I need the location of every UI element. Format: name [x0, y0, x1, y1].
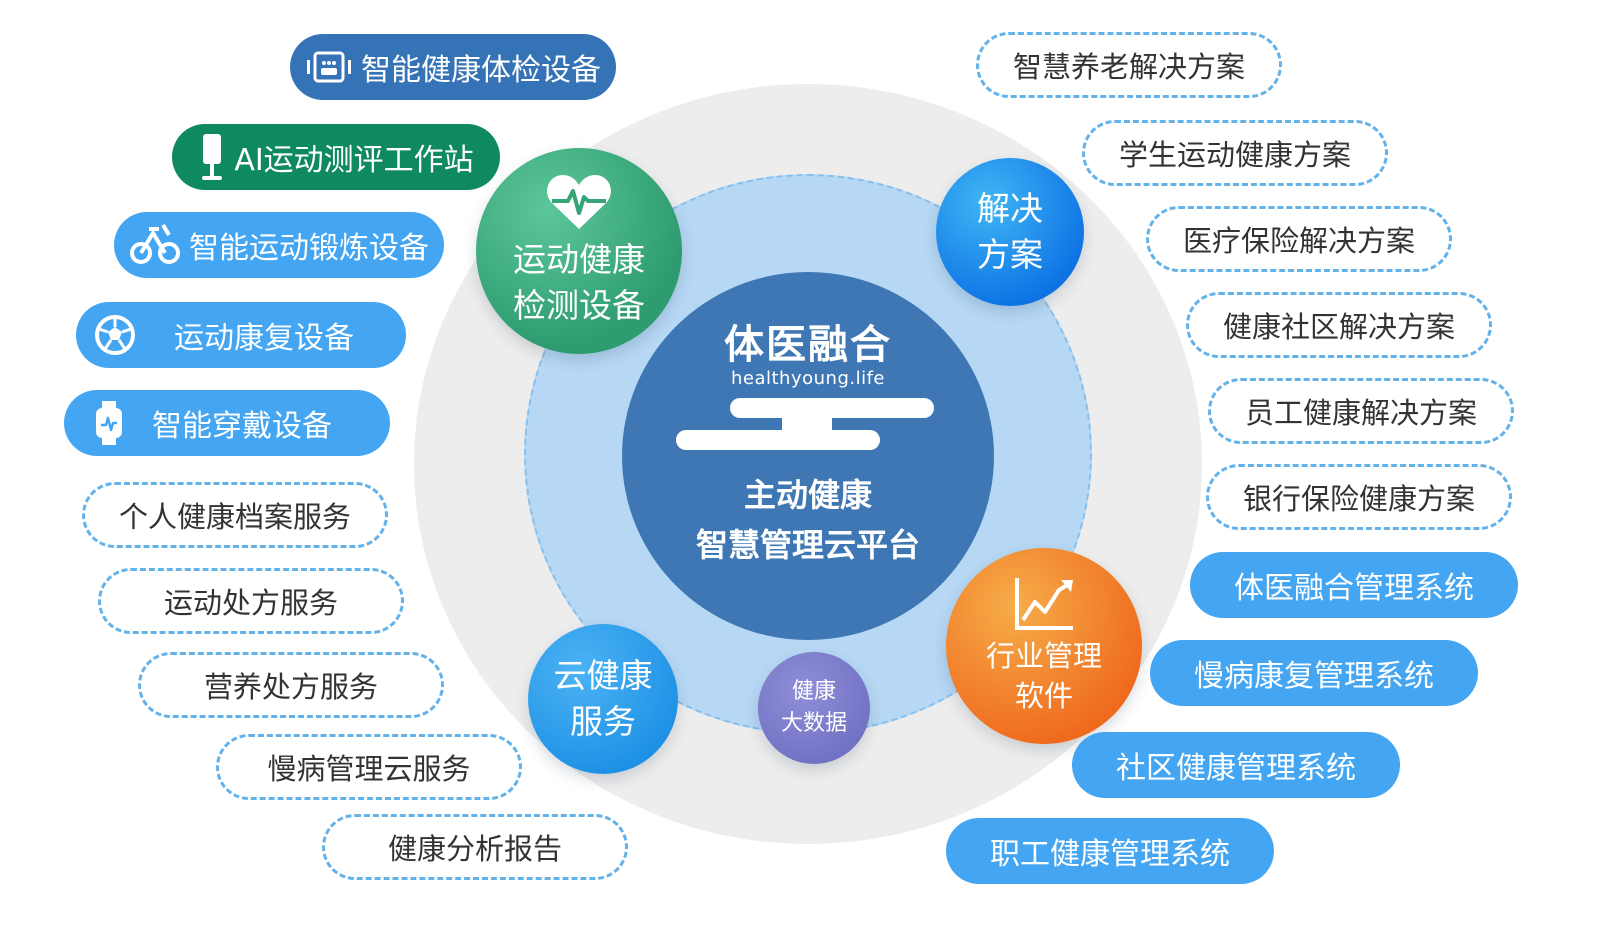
- solution-pill-bank-insurance[interactable]: 银行保险健康方案: [1206, 464, 1512, 530]
- hub-big-data[interactable]: 健康 大数据: [758, 652, 870, 764]
- service-pill-chronic-cloud[interactable]: 慢病管理云服务: [216, 734, 522, 800]
- checkup-device-icon: [305, 50, 353, 84]
- solution-label: 健康社区解决方案: [1222, 310, 1455, 344]
- software-label: 体医融合管理系统: [1234, 571, 1474, 606]
- software-pill-employee[interactable]: 职工健康管理系统: [946, 818, 1274, 884]
- hub-cloud-service-line-1: 云健康: [553, 656, 653, 695]
- solution-label: 员工健康解决方案: [1244, 396, 1477, 430]
- service-label: 营养处方服务: [203, 670, 378, 704]
- device-pill-ai-station[interactable]: AI运动测评工作站: [172, 124, 500, 190]
- hub-solutions-line-1: 解决: [977, 189, 1043, 228]
- core-title: 体医融合: [724, 321, 892, 368]
- software-pill-integration[interactable]: 体医融合管理系统: [1190, 552, 1518, 618]
- hub-industry-software[interactable]: 行业管理 软件: [946, 548, 1142, 744]
- device-label: 运动康复设备: [174, 321, 354, 356]
- hub-big-data-line-1: 健康: [791, 679, 836, 704]
- service-pill-health-report[interactable]: 健康分析报告: [322, 814, 628, 880]
- exercise-bike-icon: [129, 223, 181, 267]
- core-platform-circle: 体医融合 healthyoung.life 主动健康 智慧管理云平台: [622, 272, 994, 640]
- software-label: 慢病康复管理系统: [1194, 659, 1434, 694]
- solution-pill-student[interactable]: 学生运动健康方案: [1082, 120, 1388, 186]
- solution-label: 智慧养老解决方案: [1012, 50, 1245, 84]
- core-subtitle-line-2: 智慧管理云平台: [695, 526, 920, 564]
- heart-pulse-icon: [547, 175, 611, 229]
- device-pill-checkup[interactable]: 智能健康体检设备: [290, 34, 616, 100]
- solution-label: 银行保险健康方案: [1242, 482, 1475, 516]
- hub-solutions[interactable]: 解决 方案: [936, 158, 1084, 306]
- brand-logo-icon: [676, 398, 934, 450]
- software-label: 职工健康管理系统: [990, 837, 1230, 872]
- solution-pill-elderly[interactable]: 智慧养老解决方案: [976, 32, 1282, 98]
- hub-cloud-service[interactable]: 云健康 服务: [528, 624, 678, 774]
- hub-industry-software-line-1: 行业管理: [985, 639, 1102, 673]
- device-label: 智能运动锻炼设备: [189, 231, 429, 266]
- service-label: 慢病管理云服务: [267, 752, 471, 786]
- device-label: AI运动测评工作站: [234, 143, 474, 178]
- solution-pill-medical-insurance[interactable]: 医疗保险解决方案: [1146, 206, 1452, 272]
- device-label: 智能健康体检设备: [361, 53, 601, 88]
- solution-pill-community[interactable]: 健康社区解决方案: [1186, 292, 1492, 358]
- kiosk-icon: [198, 132, 226, 182]
- hub-sport-detection-line-1: 运动健康: [513, 240, 645, 279]
- solution-label: 学生运动健康方案: [1118, 138, 1351, 172]
- software-pill-chronic-rehab[interactable]: 慢病康复管理系统: [1150, 640, 1478, 706]
- hub-sport-detection[interactable]: 运动健康 检测设备: [476, 148, 682, 354]
- solution-pill-employee[interactable]: 员工健康解决方案: [1208, 378, 1514, 444]
- hub-industry-software-line-2: 软件: [1014, 679, 1073, 713]
- chart-up-icon: [1015, 578, 1073, 630]
- service-label: 个人健康档案服务: [118, 500, 351, 534]
- hub-solutions-line-2: 方案: [977, 235, 1043, 274]
- core-url: healthyoung.life: [730, 368, 886, 389]
- device-label: 智能穿戴设备: [152, 409, 332, 444]
- service-label: 运动处方服务: [163, 586, 338, 620]
- hub-cloud-service-line-2: 服务: [570, 702, 636, 741]
- service-label: 健康分析报告: [387, 832, 562, 866]
- solution-label: 医疗保险解决方案: [1182, 224, 1415, 258]
- soccer-ball-icon: [94, 314, 136, 356]
- hub-big-data-line-2: 大数据: [780, 711, 847, 736]
- software-pill-community[interactable]: 社区健康管理系统: [1072, 732, 1400, 798]
- device-pill-rehab[interactable]: 运动康复设备: [76, 302, 406, 368]
- device-pill-exercise[interactable]: 智能运动锻炼设备: [114, 212, 444, 278]
- core-subtitle-line-1: 主动健康: [743, 476, 872, 514]
- software-label: 社区健康管理系统: [1116, 751, 1356, 786]
- service-pill-nutrition-prescription[interactable]: 营养处方服务: [138, 652, 444, 718]
- smartwatch-icon: [94, 401, 124, 445]
- service-pill-health-record[interactable]: 个人健康档案服务: [82, 482, 388, 548]
- hub-sport-detection-line-2: 检测设备: [513, 286, 645, 325]
- service-pill-exercise-prescription[interactable]: 运动处方服务: [98, 568, 404, 634]
- device-pill-wearable[interactable]: 智能穿戴设备: [64, 390, 390, 456]
